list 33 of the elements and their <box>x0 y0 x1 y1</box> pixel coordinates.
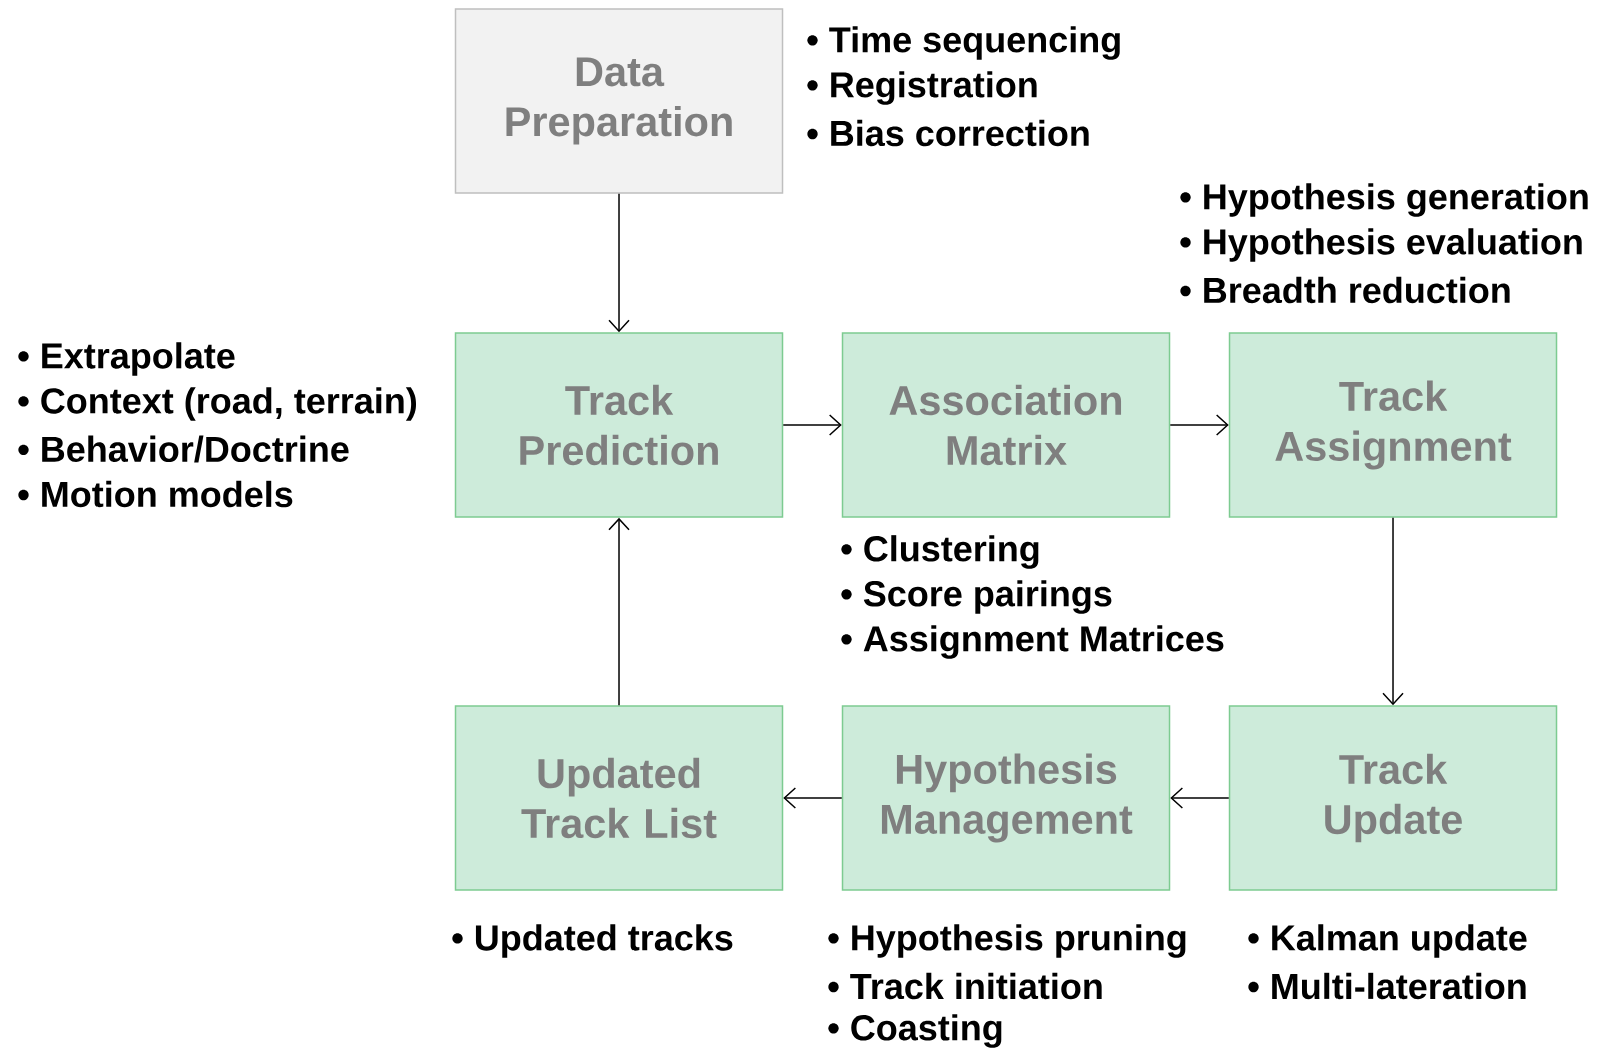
bullet-item: • Hypothesis pruning <box>828 924 1186 958</box>
process-box: Track Prediction <box>454 332 784 518</box>
arrow <box>783 787 843 809</box>
process-box: Track Assignment <box>1228 332 1558 518</box>
bullet-item: • Updated tracks <box>452 924 733 958</box>
bullet-item: • Registration <box>807 71 1037 105</box>
bullet-item: • Assignment Matrices <box>841 625 1224 659</box>
bullet-item: • Time sequencing <box>807 26 1120 60</box>
bullet-item: • Hypothesis generation <box>1180 183 1588 217</box>
bullet-item: • Track initiation <box>828 972 1102 1000</box>
bullet-item: • Score pairings <box>841 580 1112 614</box>
bullet-item: • Coasting <box>828 1014 1002 1048</box>
process-box: Data Preparation <box>454 8 784 194</box>
bullet-item: • Multi-lateration <box>1248 972 1526 1000</box>
process-box: Hypothesis Management <box>841 705 1171 891</box>
process-box: Updated Track List <box>454 705 784 891</box>
process-box: Track Update <box>1228 705 1558 891</box>
bullet-item: • Behavior/Doctrine <box>18 435 349 463</box>
arrow <box>608 193 630 333</box>
bullet-item: • Extrapolate <box>18 342 235 376</box>
arrow <box>1170 787 1230 809</box>
bullet-item: • Bias correction <box>807 119 1089 147</box>
bullet-item: • Clustering <box>841 535 1039 569</box>
process-box: Association Matrix <box>841 332 1171 518</box>
bullet-item: • Kalman update <box>1248 924 1527 958</box>
bullet-item: • Hypothesis evaluation <box>1180 228 1582 262</box>
bullet-item: • Breadth reduction <box>1180 276 1510 304</box>
arrow <box>1382 517 1404 706</box>
bullet-item: • Motion models <box>18 480 293 508</box>
arrow <box>1169 414 1229 436</box>
bullet-item: • Context (road, terrain) <box>18 387 416 421</box>
arrow <box>608 517 630 706</box>
arrow <box>782 414 842 436</box>
